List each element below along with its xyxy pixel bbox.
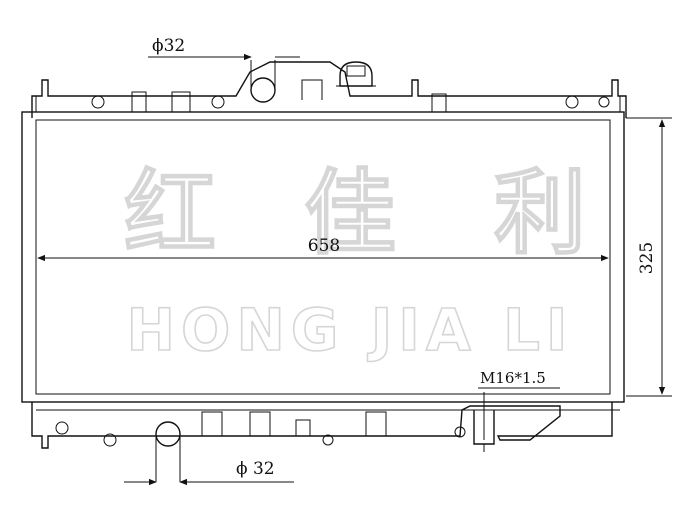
drain-thread-label: M16*1.5: [480, 369, 546, 387]
bottom-tank: [31, 402, 620, 449]
core-width-label: 658: [308, 236, 340, 256]
bottom-outlet-pipe: [155, 421, 181, 482]
watermark-latin: HONG JIA LI: [127, 296, 574, 364]
watermark-char-3: 利: [494, 160, 586, 267]
top-tank: [31, 61, 627, 118]
drain-plug: [473, 392, 495, 452]
dimension-drain-thread: M16*1.5: [478, 369, 560, 389]
bottom-pipe-label: ϕ 32: [236, 459, 275, 479]
top-inlet-pipe: [250, 60, 276, 103]
core-height-label: 325: [637, 242, 657, 274]
watermark: 红 佳 利 HONG JIA LI: [123, 159, 587, 365]
dimension-core-width: 658: [37, 236, 609, 262]
filler-cap: [336, 61, 376, 87]
dimension-core-height: 325: [626, 117, 672, 397]
dimension-top-pipe: ϕ32: [148, 36, 300, 61]
watermark-char-1: 红: [124, 160, 216, 267]
top-pipe-label: ϕ32: [152, 36, 185, 56]
dimension-bottom-pipe: ϕ 32: [124, 459, 294, 486]
radiator-core: [21, 111, 625, 403]
watermark-char-2: 佳: [304, 160, 396, 267]
